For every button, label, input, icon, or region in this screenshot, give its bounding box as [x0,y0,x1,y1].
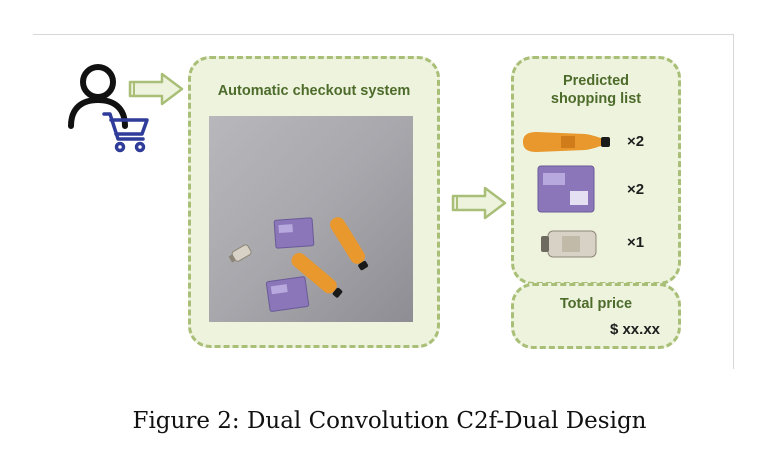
list-item-quantity: ×1 [627,234,645,251]
total-price-label: Total price [559,296,633,312]
flow-arrow-to-checkout [128,72,184,106]
list-item-quantity: ×2 [627,133,645,150]
person-body-icon [68,96,128,129]
small-jar-icon [228,244,252,263]
figure-caption: Figure 2: Dual Convolution C2f-Dual Desi… [132,408,647,434]
total-price-value: $ xx.xx [609,321,660,338]
purple-box-icon [265,276,310,312]
list-item-quantity: ×2 [627,181,645,198]
orange-bottle-icon [523,132,610,152]
shopping-list-title-line2: shopping list [550,91,642,107]
flow-arrow-to-list [451,186,507,220]
shopping-list-title: Predicted shopping list [514,72,678,108]
frame-top-border [33,34,734,35]
purple-box-icon [537,165,595,213]
small-jar-icon [541,230,597,258]
purple-box-icon [273,217,315,249]
shopper-icon [68,64,149,153]
total-price-panel: Total price $ xx.xx [511,283,681,349]
shopping-cart-icon [102,112,149,153]
checkout-panel-title: Automatic checkout system [217,83,411,99]
orange-bottle-icon [291,252,343,298]
person-head-icon [80,64,116,100]
orange-bottle-icon [330,217,369,271]
frame-right-border [733,34,734,369]
shopping-list-title-line1: Predicted [562,73,630,89]
checkout-scene-image [209,116,413,322]
